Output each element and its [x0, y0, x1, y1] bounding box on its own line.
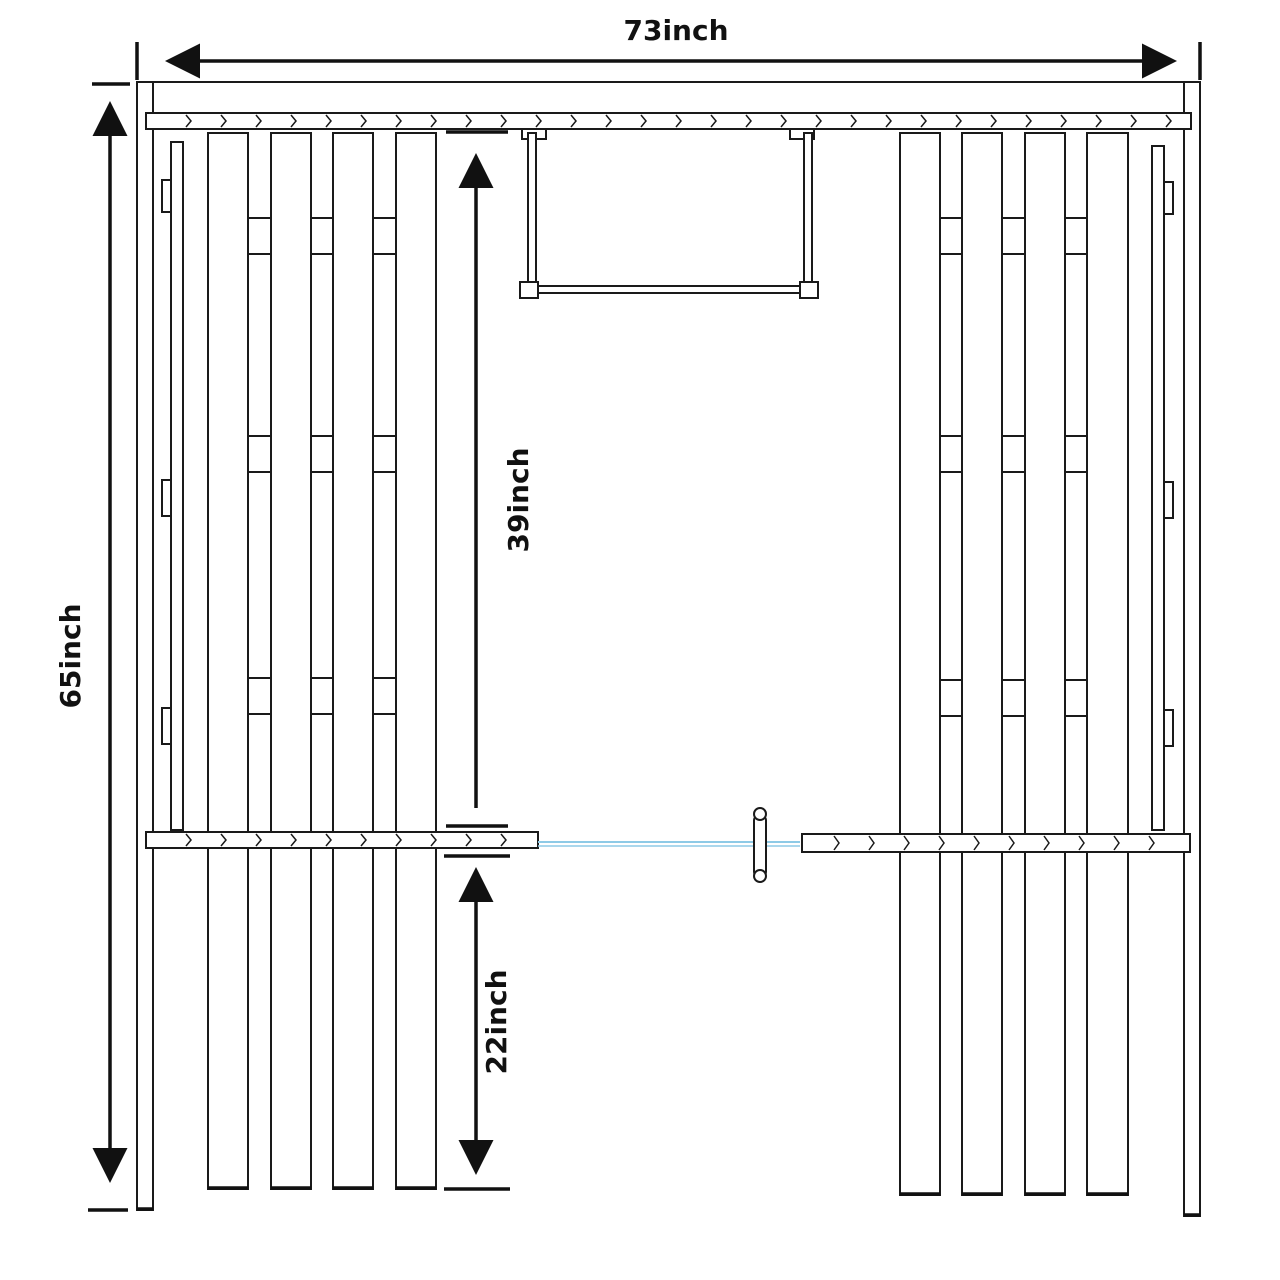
right-panel: [899, 132, 1174, 1196]
chevron-mark: [430, 114, 437, 128]
chevron-mark: [1043, 835, 1050, 851]
shoe-rod: [538, 807, 800, 883]
chevron-mark: [220, 833, 227, 847]
right-hinge: [1163, 181, 1174, 215]
lower-shelf-left: [145, 831, 539, 849]
chevron-mark: [325, 833, 332, 847]
height-label: 65inch: [54, 603, 87, 708]
lower-right-chevrons: [833, 835, 1155, 851]
chevron-mark: [1008, 835, 1015, 851]
chevron-mark: [220, 114, 227, 128]
upper-label: 39inch: [502, 447, 535, 552]
chevron-mark: [570, 114, 577, 128]
right-slat: [1024, 132, 1066, 1196]
right-slat: [961, 132, 1003, 1196]
left-slat: [395, 132, 437, 1190]
chevron-mark: [465, 833, 472, 847]
chevron-mark: [903, 835, 910, 851]
top-bar: [145, 112, 1192, 130]
chevron-mark: [430, 833, 437, 847]
chevron-mark: [1130, 114, 1137, 128]
chevron-mark: [1165, 114, 1172, 128]
right-hinge: [1163, 481, 1174, 519]
left-hinge: [161, 479, 172, 517]
chevron-mark: [535, 114, 542, 128]
chevron-mark: [500, 833, 507, 847]
right-side-rail: [1151, 145, 1165, 831]
chevron-mark: [955, 114, 962, 128]
chevron-mark: [325, 114, 332, 128]
chevron-mark: [360, 114, 367, 128]
chevron-mark: [255, 833, 262, 847]
lower-dimension: 22inch: [444, 854, 513, 1191]
chevron-mark: [710, 114, 717, 128]
chevron-mark: [973, 835, 980, 851]
chevron-mark: [815, 114, 822, 128]
left-post: [136, 81, 154, 1211]
chevron-mark: [1113, 835, 1120, 851]
top-bar-chevrons: [185, 114, 1172, 128]
chevron-mark: [675, 114, 682, 128]
left-panel: [161, 132, 437, 1190]
right-hinge: [1163, 709, 1174, 747]
width-dimension: 73inch: [135, 14, 1202, 80]
chevron-mark: [850, 114, 857, 128]
slat-feet: [137, 1186, 1200, 1217]
upper-dimension: 39inch: [446, 130, 535, 828]
chevron-mark: [185, 114, 192, 128]
chevron-mark: [868, 835, 875, 851]
lower-label: 22inch: [480, 969, 513, 1074]
chevron-mark: [1025, 114, 1032, 128]
chevron-mark: [885, 114, 892, 128]
left-connectors: [247, 217, 397, 715]
width-label: 73inch: [623, 14, 728, 47]
chevron-mark: [745, 114, 752, 128]
chevron-mark: [920, 114, 927, 128]
chevron-mark: [290, 114, 297, 128]
left-slat: [332, 132, 374, 1190]
chevron-mark: [185, 833, 192, 847]
right-connectors: [939, 217, 1088, 717]
chevron-mark: [395, 114, 402, 128]
chevron-mark: [1078, 835, 1085, 851]
right-post: [1183, 81, 1201, 1217]
chevron-mark: [255, 114, 262, 128]
rod-clamp: [753, 815, 767, 877]
chevron-mark: [780, 114, 787, 128]
lower-shelf-right: [801, 833, 1191, 853]
left-slat: [207, 132, 249, 1190]
chevron-mark: [465, 114, 472, 128]
chevron-mark: [290, 833, 297, 847]
chevron-mark: [395, 833, 402, 847]
chevron-mark: [938, 835, 945, 851]
chevron-mark: [605, 114, 612, 128]
right-slat: [1086, 132, 1129, 1196]
rod-clamp-knob: [753, 869, 767, 883]
left-hinge: [161, 179, 172, 213]
left-hinge: [161, 707, 172, 745]
chevron-mark: [1060, 114, 1067, 128]
left-slat: [270, 132, 312, 1190]
chevron-mark: [990, 114, 997, 128]
chevron-mark: [500, 114, 507, 128]
height-dimension: 65inch: [54, 82, 130, 1212]
hanging-rod-bracket: [519, 128, 819, 299]
chevron-mark: [833, 835, 840, 851]
chevron-mark: [640, 114, 647, 128]
right-slat: [899, 132, 941, 1196]
rod-clamp-knob: [753, 807, 767, 821]
lower-left-chevrons: [185, 833, 507, 847]
chevron-mark: [1095, 114, 1102, 128]
chevron-mark: [1148, 835, 1155, 851]
left-side-rail: [170, 141, 184, 831]
chevron-mark: [360, 833, 367, 847]
